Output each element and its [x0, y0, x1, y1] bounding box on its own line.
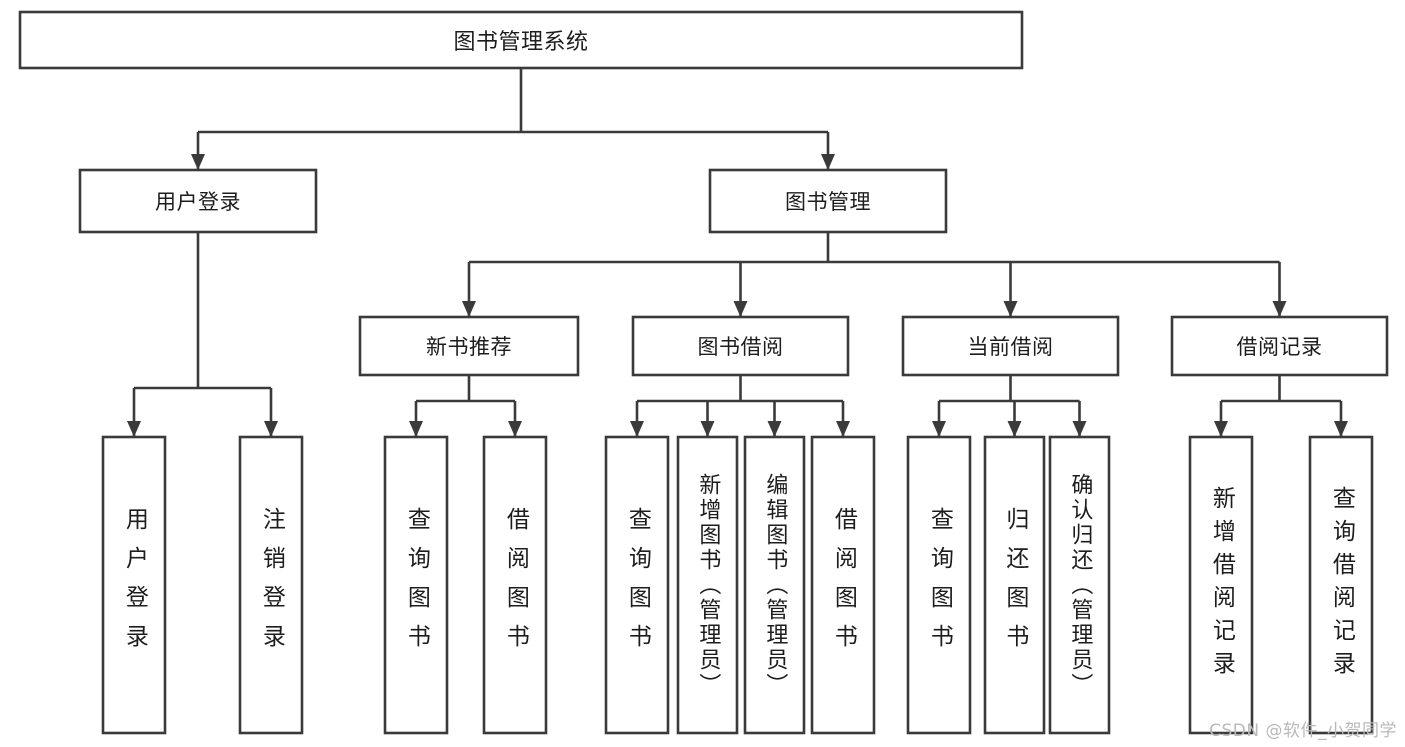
arrow-head-n-current [1003, 301, 1018, 317]
arrow-head-n-book-mgmt [821, 154, 835, 170]
arrow-head-l-query-record [1334, 421, 1348, 437]
arrow-head-l-query-book-c [932, 421, 946, 437]
node-box-root[interactable] [18, 10, 1024, 70]
arrow-head-l-borrow-book-a [508, 421, 522, 437]
node-box-l-query-book-c[interactable] [906, 435, 972, 735]
arrow-head-l-return-book [1007, 421, 1022, 437]
edges-layer [127, 68, 1348, 437]
arrow-head-l-confirm-return [1072, 421, 1087, 437]
arrow-head-l-add-record [1214, 421, 1228, 437]
node-box-n-new-book[interactable] [358, 315, 580, 377]
node-box-n-user-login[interactable] [78, 168, 318, 234]
node-box-l-add-record[interactable] [1188, 435, 1254, 735]
arrow-head-l-query-book-a [409, 421, 423, 437]
arrow-head-n-record [1272, 301, 1287, 317]
arrow-head-l-edit-book [767, 421, 782, 437]
node-box-l-query-book-a[interactable] [383, 435, 449, 735]
arrow-head-l-query-book-b [630, 421, 644, 437]
arrow-head-l-user-login [127, 421, 141, 437]
node-box-n-record[interactable] [1170, 315, 1389, 377]
node-box-l-borrow-book-b[interactable] [810, 435, 876, 735]
node-box-l-return-book[interactable] [983, 435, 1046, 735]
arrow-head-n-user-login [191, 154, 205, 170]
node-box-l-query-record[interactable] [1308, 435, 1374, 735]
arrow-head-l-logout [264, 421, 278, 437]
node-box-l-add-book[interactable] [676, 435, 739, 735]
node-box-n-current[interactable] [901, 315, 1120, 377]
boxes-layer [18, 10, 1389, 735]
node-box-l-query-book-b[interactable] [604, 435, 670, 735]
node-box-l-confirm-return[interactable] [1048, 435, 1111, 735]
arrow-head-l-add-book [700, 421, 715, 437]
node-box-n-book-mgmt[interactable] [708, 168, 948, 234]
node-box-l-logout[interactable] [238, 435, 304, 735]
arrow-head-n-borrow [733, 301, 748, 317]
node-box-n-borrow[interactable] [631, 315, 850, 377]
node-box-l-user-login[interactable] [101, 435, 167, 735]
node-box-l-borrow-book-a[interactable] [482, 435, 548, 735]
node-box-l-edit-book[interactable] [743, 435, 806, 735]
arrow-head-n-new-book [462, 301, 476, 317]
arrow-head-l-borrow-book-b [836, 421, 850, 437]
